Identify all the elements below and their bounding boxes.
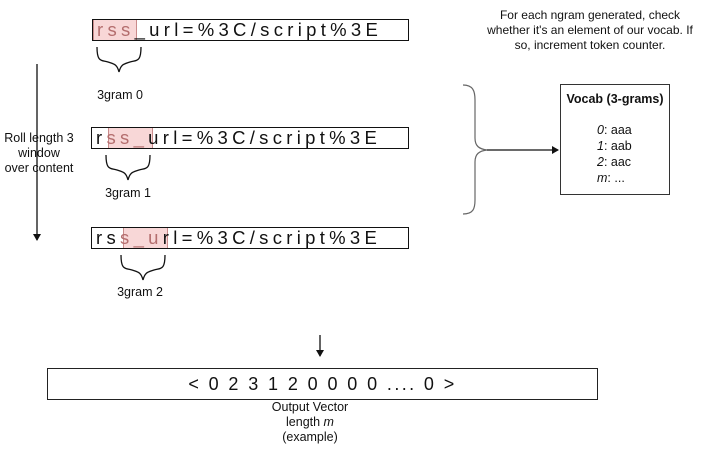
- instruction-note-line: For each ngram generated, check: [499, 8, 681, 22]
- vocab-row-index: 0: [597, 123, 604, 137]
- roll-window-label: Roll length 3 window over content: [0, 131, 78, 176]
- output-label-line: (example): [282, 430, 338, 444]
- vocab-row: 1: aab: [597, 139, 632, 153]
- vocab-row-value: : aac: [603, 155, 632, 169]
- instruction-note-line: so, increment token counter.: [514, 38, 666, 52]
- ngram-brace-0: [96, 46, 142, 73]
- vocab-row: m: ...: [597, 171, 625, 185]
- output-vector-box: < 0 2 3 1 2 0 0 0 0 .... 0 >: [47, 368, 598, 400]
- ngram-label-1: 3gram 1: [105, 186, 151, 200]
- strip-suffix-text: url=%3C/script%3E: [148, 127, 382, 148]
- content-strip-0: rss_url=%3C/script%3E: [92, 19, 409, 41]
- strip-text-0: rss_url=%3C/script%3E: [93, 19, 383, 40]
- vocab-box: Vocab (3-grams) 0: aaa 1: aab 2: aac m: …: [560, 84, 670, 195]
- output-vector-label: Output Vector length m (example): [250, 400, 370, 445]
- ngram-label-2: 3gram 2: [117, 285, 163, 299]
- large-brace: [462, 84, 488, 215]
- strip-prefix-text: r: [96, 127, 107, 148]
- vocab-row-index: m: [597, 171, 608, 185]
- ngram-label-0: 3gram 0: [97, 88, 143, 102]
- strip-window-text: s_u: [120, 227, 163, 248]
- ngram-window-0: [93, 20, 137, 40]
- vocab-row-value: : aaa: [603, 123, 632, 137]
- output-label-length: length: [286, 415, 324, 429]
- roll-window-label-line: window: [18, 146, 60, 160]
- output-label-line: length m: [250, 415, 370, 430]
- strip-window-text: ss_: [106, 127, 149, 148]
- ngram-brace-1: [105, 154, 151, 181]
- vocab-row-value: : ...: [607, 171, 625, 185]
- strip-suffix-text: rl=%3C/script%3E: [162, 227, 382, 248]
- vocab-row-index: 1: [597, 139, 604, 153]
- vocab-row-index: 2: [597, 155, 604, 169]
- vocab-row-value: : aab: [603, 139, 632, 153]
- vocab-row: 0: aaa: [597, 123, 632, 137]
- vocab-title: Vocab (3-grams): [566, 92, 664, 106]
- strip-prefix-text: rs: [96, 227, 121, 248]
- vocab-row: 2: aac: [597, 155, 631, 169]
- ngram-brace-2: [120, 254, 166, 281]
- instruction-note: For each ngram generated, check whether …: [470, 8, 710, 53]
- instruction-note-line: whether it's an element of our vocab. If: [487, 23, 693, 37]
- output-label-line: Output Vector: [271, 400, 349, 414]
- ngram-window-1: [108, 128, 153, 148]
- strip-window-text: rss: [97, 19, 135, 40]
- output-vector-text: < 0 2 3 1 2 0 0 0 0 .... 0 >: [188, 373, 457, 394]
- roll-window-label-line: Roll length 3: [4, 131, 74, 145]
- strip-suffix-text: _url=%3C/script%3E: [134, 19, 383, 40]
- ngram-window-2: [123, 228, 168, 248]
- output-label-var: m: [323, 415, 334, 429]
- roll-window-label-line: over content: [4, 161, 74, 175]
